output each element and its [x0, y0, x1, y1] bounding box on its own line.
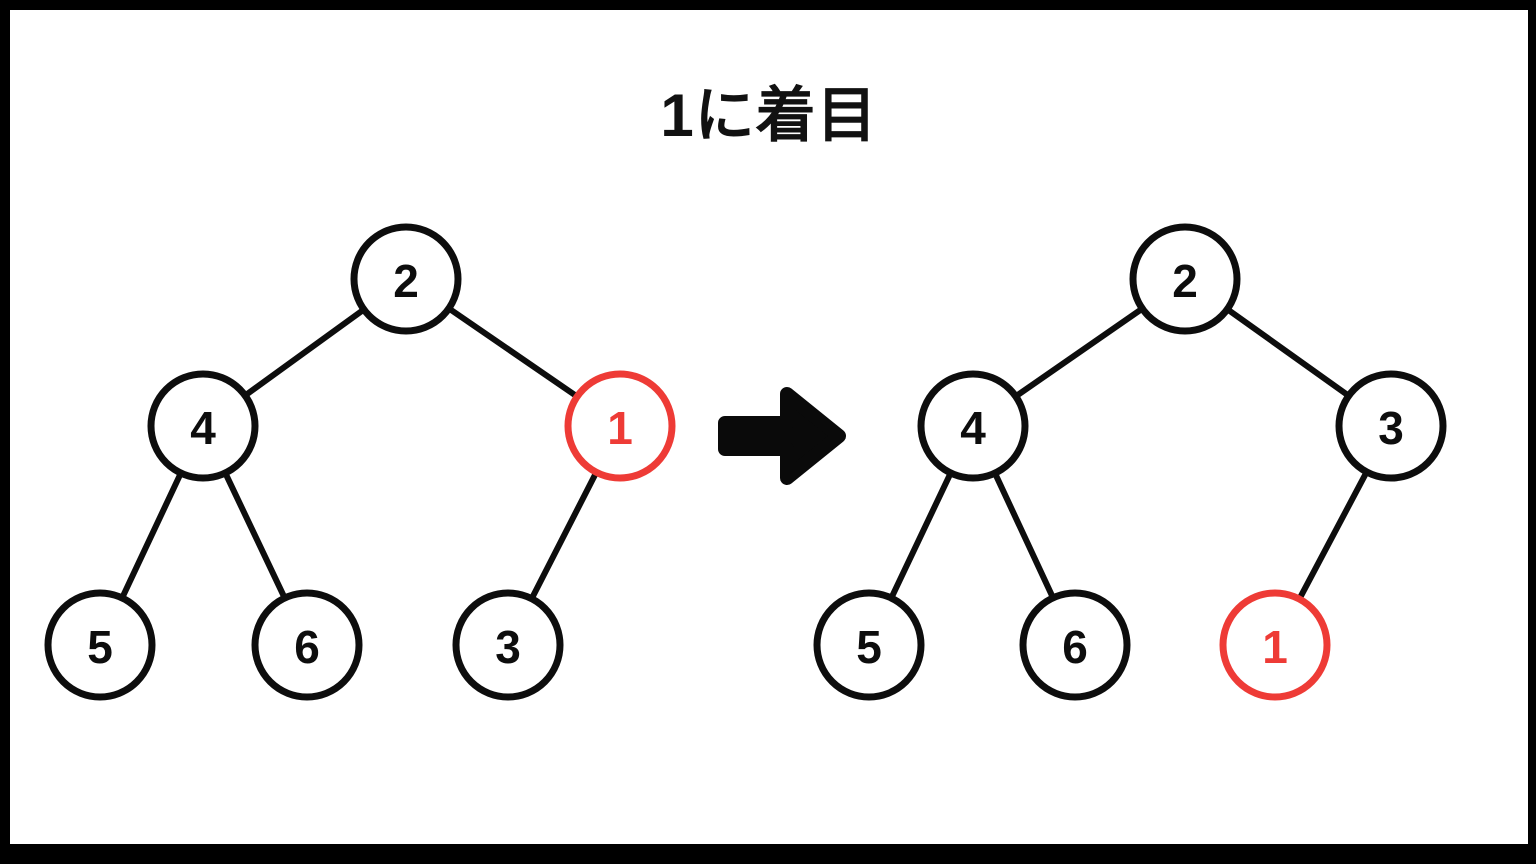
tree-edge	[1295, 467, 1371, 604]
node-label: 4	[960, 402, 986, 454]
node-circle	[564, 370, 676, 482]
tree-node-3[interactable]: 3	[452, 589, 564, 701]
tree-edge	[240, 305, 369, 400]
node-label: 2	[1172, 255, 1198, 307]
node-label: 4	[190, 402, 216, 454]
tree-edge	[221, 468, 289, 603]
tree-diagram: 2 4 1 5 6 3 2 4 3 5 6 1	[44, 223, 1447, 701]
tree-node-1-highlighted[interactable]: 1	[564, 370, 676, 482]
node-label: 5	[856, 621, 882, 673]
page-title: 1に着目	[660, 82, 878, 149]
nodes-layer: 2 4 1 5 6 3 2 4 3 5 6 1	[44, 223, 1447, 701]
node-circle	[1019, 589, 1131, 701]
tree-node-4[interactable]: 4	[917, 370, 1029, 482]
node-circle	[917, 370, 1029, 482]
tree-edge	[991, 468, 1057, 603]
node-label: 2	[393, 255, 419, 307]
tree-edge	[118, 468, 185, 603]
tree-edge	[1011, 304, 1147, 401]
node-label: 6	[294, 621, 320, 673]
node-label: 1	[607, 402, 633, 454]
transformation-arrow	[718, 387, 846, 485]
node-label: 3	[1378, 402, 1404, 454]
edges-layer	[118, 304, 1371, 604]
tree-node-3[interactable]: 3	[1335, 370, 1447, 482]
node-circle	[44, 589, 156, 701]
slide-canvas: 1に着目 2 4 1 5 6 3 2 4 3 5 6 1	[10, 10, 1528, 844]
tree-edge	[887, 468, 955, 603]
node-circle	[251, 589, 363, 701]
tree-node-6[interactable]: 6	[251, 589, 363, 701]
tree-edge	[1222, 305, 1354, 400]
node-label: 3	[495, 621, 521, 673]
tree-node-2[interactable]: 2	[1129, 223, 1241, 335]
node-circle	[813, 589, 925, 701]
tree-node-2[interactable]: 2	[350, 223, 462, 335]
node-circle	[350, 223, 462, 335]
tree-node-6[interactable]: 6	[1019, 589, 1131, 701]
node-circle	[1219, 589, 1331, 701]
node-circle	[147, 370, 259, 482]
tree-edge	[444, 304, 582, 401]
tree-edge	[527, 467, 601, 604]
node-label: 6	[1062, 621, 1088, 673]
node-circle	[1335, 370, 1447, 482]
tree-node-5[interactable]: 5	[813, 589, 925, 701]
node-circle	[452, 589, 564, 701]
tree-node-5[interactable]: 5	[44, 589, 156, 701]
tree-node-1-highlighted[interactable]: 1	[1219, 589, 1331, 701]
node-label: 5	[87, 621, 113, 673]
node-circle	[1129, 223, 1241, 335]
node-label: 1	[1262, 621, 1288, 673]
arrow-layer	[718, 387, 846, 485]
tree-node-4[interactable]: 4	[147, 370, 259, 482]
